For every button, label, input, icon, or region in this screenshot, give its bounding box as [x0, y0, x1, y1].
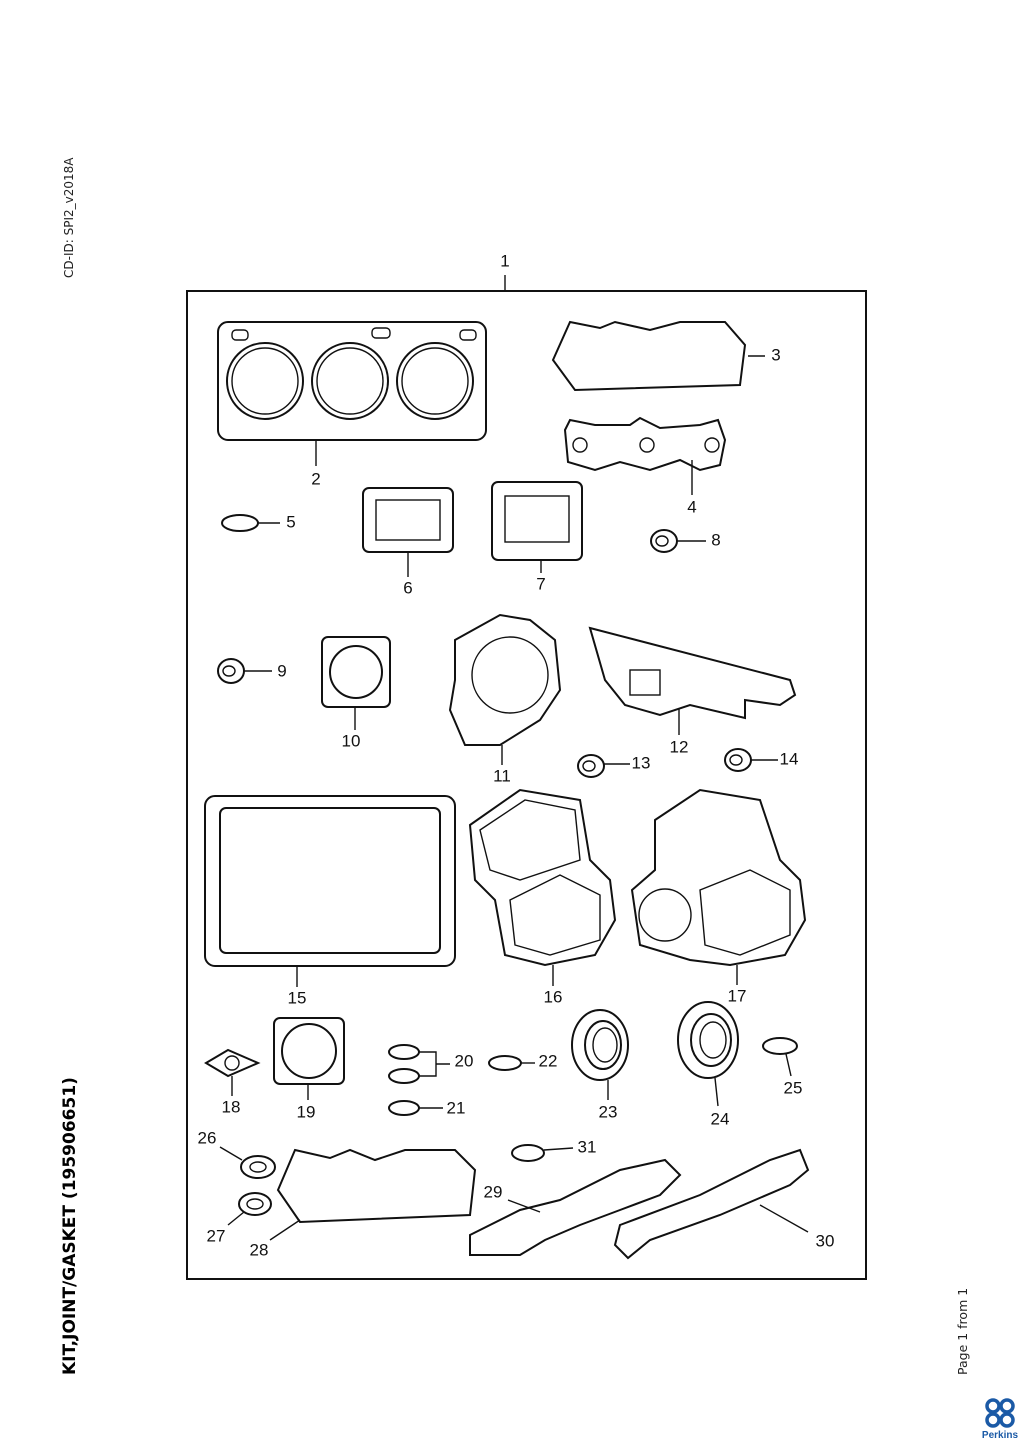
part-20-o-ring [388, 1044, 420, 1060]
part-13-seal [577, 754, 605, 778]
part-19-gasket [273, 1017, 345, 1085]
part-21-o-ring [388, 1100, 420, 1116]
perkins-logo: Perkins [980, 1398, 1020, 1441]
callout-20: 20 [455, 1051, 474, 1070]
part-17-timing-case-gasket [630, 788, 807, 967]
kit-frame [186, 290, 867, 1280]
callout-1: 1 [500, 251, 509, 270]
part-15-sump-gasket [204, 795, 456, 967]
callout-2: 2 [311, 469, 320, 488]
part-31-o-ring [511, 1144, 545, 1162]
callout-9: 9 [277, 661, 286, 680]
part-7-gasket [491, 481, 583, 561]
part-26-washer [240, 1155, 276, 1179]
part-30-manifold-gasket [613, 1148, 810, 1260]
callout-23: 23 [599, 1102, 618, 1121]
part-5-o-ring [221, 514, 259, 532]
part-28-rocker-gasket [276, 1148, 477, 1224]
part-12-gasket [588, 626, 797, 720]
part-8-seal [650, 529, 678, 553]
callout-6: 6 [403, 578, 412, 597]
part-24-oil-seal [677, 1001, 739, 1079]
part-23-oil-seal [571, 1009, 629, 1081]
part-9-seal [217, 658, 245, 684]
callout-27: 27 [207, 1226, 226, 1245]
part-4-manifold-gasket [563, 416, 727, 472]
callout-13: 13 [632, 753, 651, 772]
part-20-o-ring [388, 1068, 420, 1084]
callout-21: 21 [447, 1098, 466, 1117]
callout-19: 19 [297, 1102, 316, 1121]
part-3-rocker-gasket [551, 320, 747, 392]
callout-5: 5 [286, 512, 295, 531]
perkins-logo-text: Perkins [981, 1430, 1019, 1441]
part-2-head-gasket [217, 321, 487, 466]
part-22-o-ring [488, 1055, 522, 1071]
callout-8: 8 [711, 530, 720, 549]
callout-7: 7 [536, 574, 545, 593]
part-11-gasket [448, 613, 562, 746]
callout-29: 29 [484, 1182, 503, 1201]
part-10-gasket [321, 636, 391, 708]
callout-14: 14 [780, 749, 799, 768]
callout-15: 15 [288, 988, 307, 1007]
callout-30: 30 [816, 1231, 835, 1250]
callout-4: 4 [687, 497, 696, 516]
part-18-gasket [204, 1048, 261, 1078]
part-27-washer [238, 1192, 272, 1216]
callout-10: 10 [342, 731, 361, 750]
callout-31: 31 [578, 1137, 597, 1156]
callout-26: 26 [198, 1128, 217, 1147]
callout-28: 28 [250, 1240, 269, 1259]
part-25-o-ring [762, 1037, 798, 1055]
part-14-seal [724, 748, 752, 772]
callout-12: 12 [670, 737, 689, 756]
part-16-timing-case-gasket [468, 788, 617, 967]
callout-25: 25 [784, 1078, 803, 1097]
callout-3: 3 [771, 345, 780, 364]
callout-18: 18 [222, 1097, 241, 1116]
callout-11: 11 [493, 766, 511, 785]
callout-22: 22 [539, 1051, 558, 1070]
perkins-logo-icon [985, 1398, 1015, 1428]
part-29-manifold-gasket [469, 1158, 682, 1256]
callout-17: 17 [728, 986, 747, 1005]
callout-16: 16 [544, 987, 563, 1006]
callout-24: 24 [711, 1109, 730, 1128]
